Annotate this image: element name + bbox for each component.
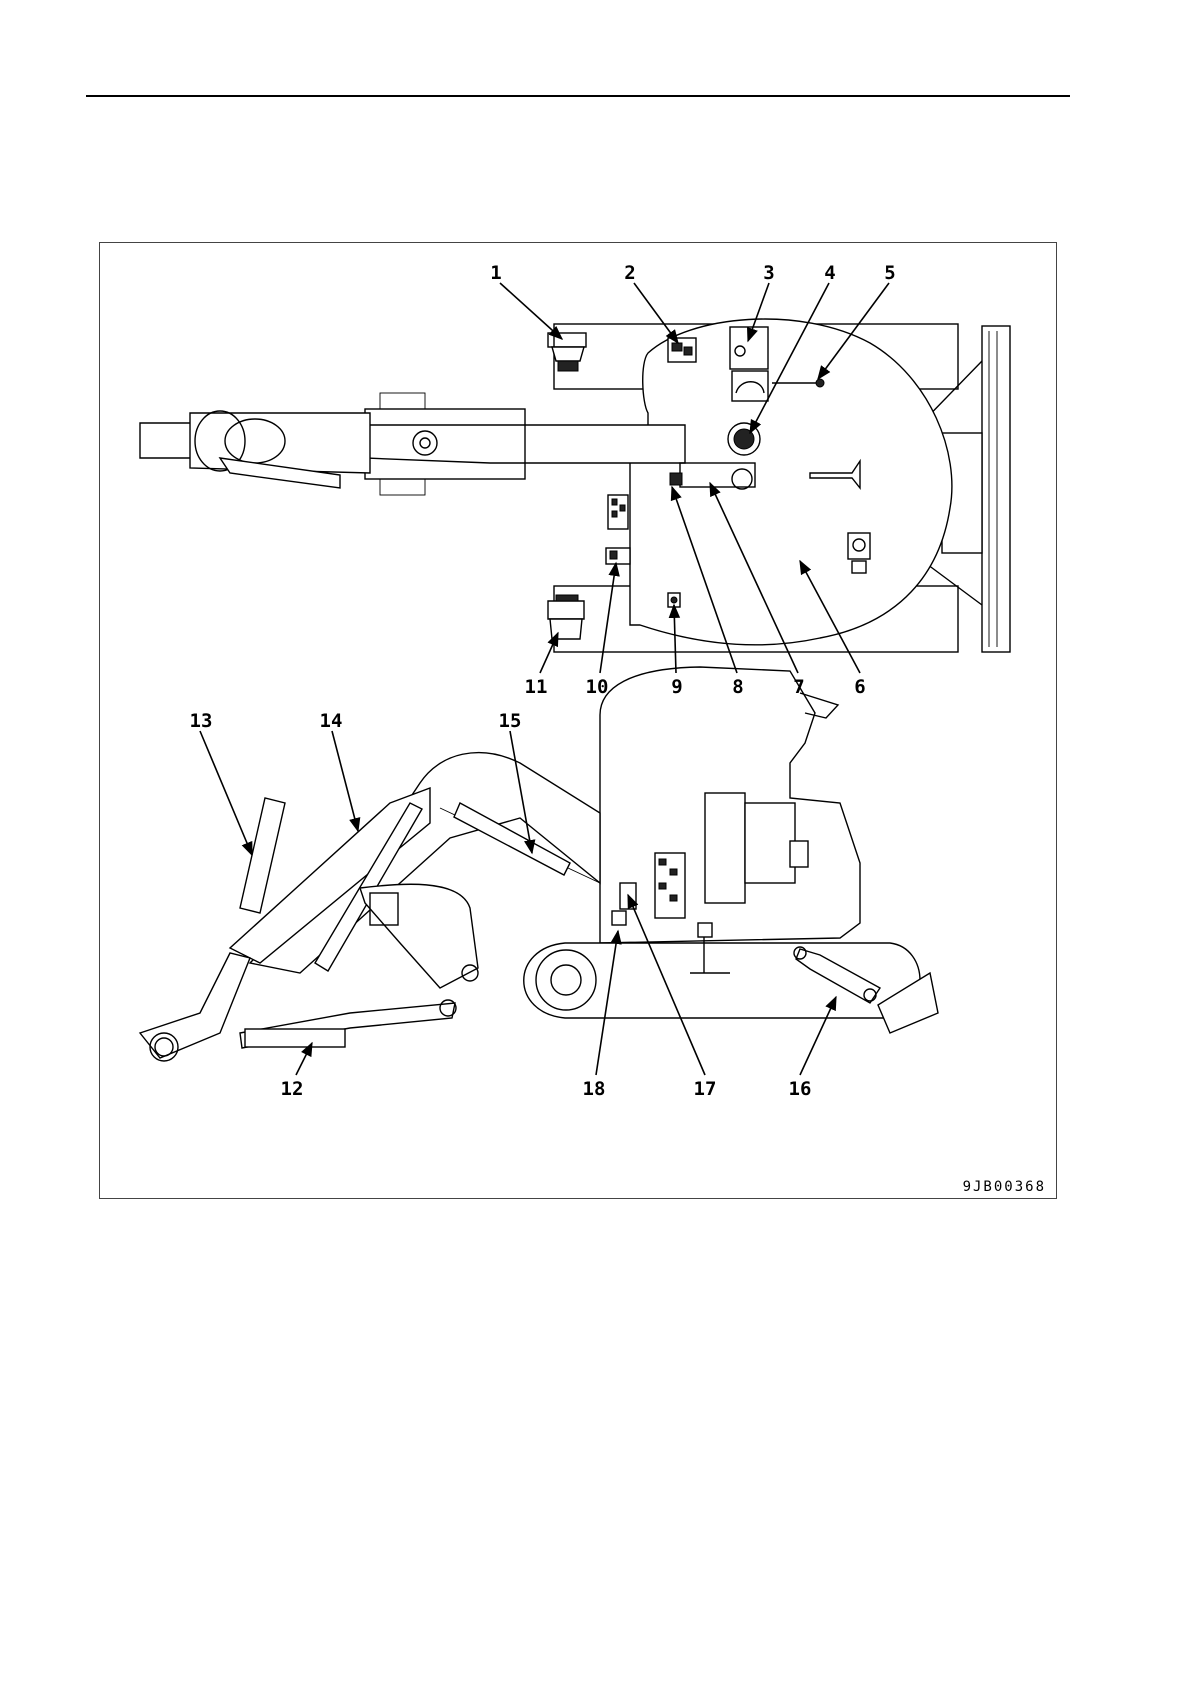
- callout-9: 9: [671, 676, 682, 698]
- header-rule: [86, 95, 1070, 97]
- figure-code: 9JB00368: [963, 1179, 1046, 1195]
- callout-2: 2: [624, 262, 635, 284]
- excavator-component-diagram: 1 2 3 4 5 6 7 8 9 10 11 12 13 14 15 16 1…: [99, 242, 1057, 1199]
- callout-14: 14: [320, 710, 343, 732]
- pilot-pump-component: [606, 548, 630, 564]
- callout-17: 17: [694, 1078, 717, 1100]
- callout-5: 5: [884, 262, 895, 284]
- callout-10: 10: [586, 676, 609, 698]
- hydraulic-tank-side: [705, 793, 745, 903]
- bucket-side: [360, 884, 478, 988]
- callout-12: 12: [281, 1078, 304, 1100]
- callout-1: 1: [490, 262, 501, 284]
- swing-motor-component: [728, 423, 760, 455]
- callout-4: 4: [824, 262, 835, 284]
- callout-18: 18: [583, 1078, 606, 1100]
- arm-tip: [140, 423, 195, 458]
- pump-component: [608, 495, 628, 529]
- dozer-blade: [982, 326, 1010, 652]
- control-valve-component: [668, 338, 696, 362]
- callout-13: 13: [190, 710, 213, 732]
- callout-3: 3: [763, 262, 774, 284]
- travel-motor-right: [548, 595, 584, 639]
- accumulator-component: [668, 593, 680, 607]
- diagram-canvas: 1 2 3 4 5 6 7 8 9 10 11 12 13 14 15 16 1…: [100, 243, 1058, 1200]
- bucket-cylinder-rod: [240, 798, 285, 913]
- callout-15: 15: [499, 710, 522, 732]
- side-view: [140, 667, 938, 1061]
- pilot-valve-component: [670, 473, 682, 485]
- callout-16: 16: [789, 1078, 812, 1100]
- accumulator-side: [612, 911, 626, 925]
- callout-6: 6: [854, 676, 865, 698]
- arm-top: [190, 413, 370, 473]
- callout-11: 11: [525, 676, 548, 698]
- top-view: [140, 319, 1010, 652]
- callout-7: 7: [793, 676, 804, 698]
- callout-8: 8: [732, 676, 743, 698]
